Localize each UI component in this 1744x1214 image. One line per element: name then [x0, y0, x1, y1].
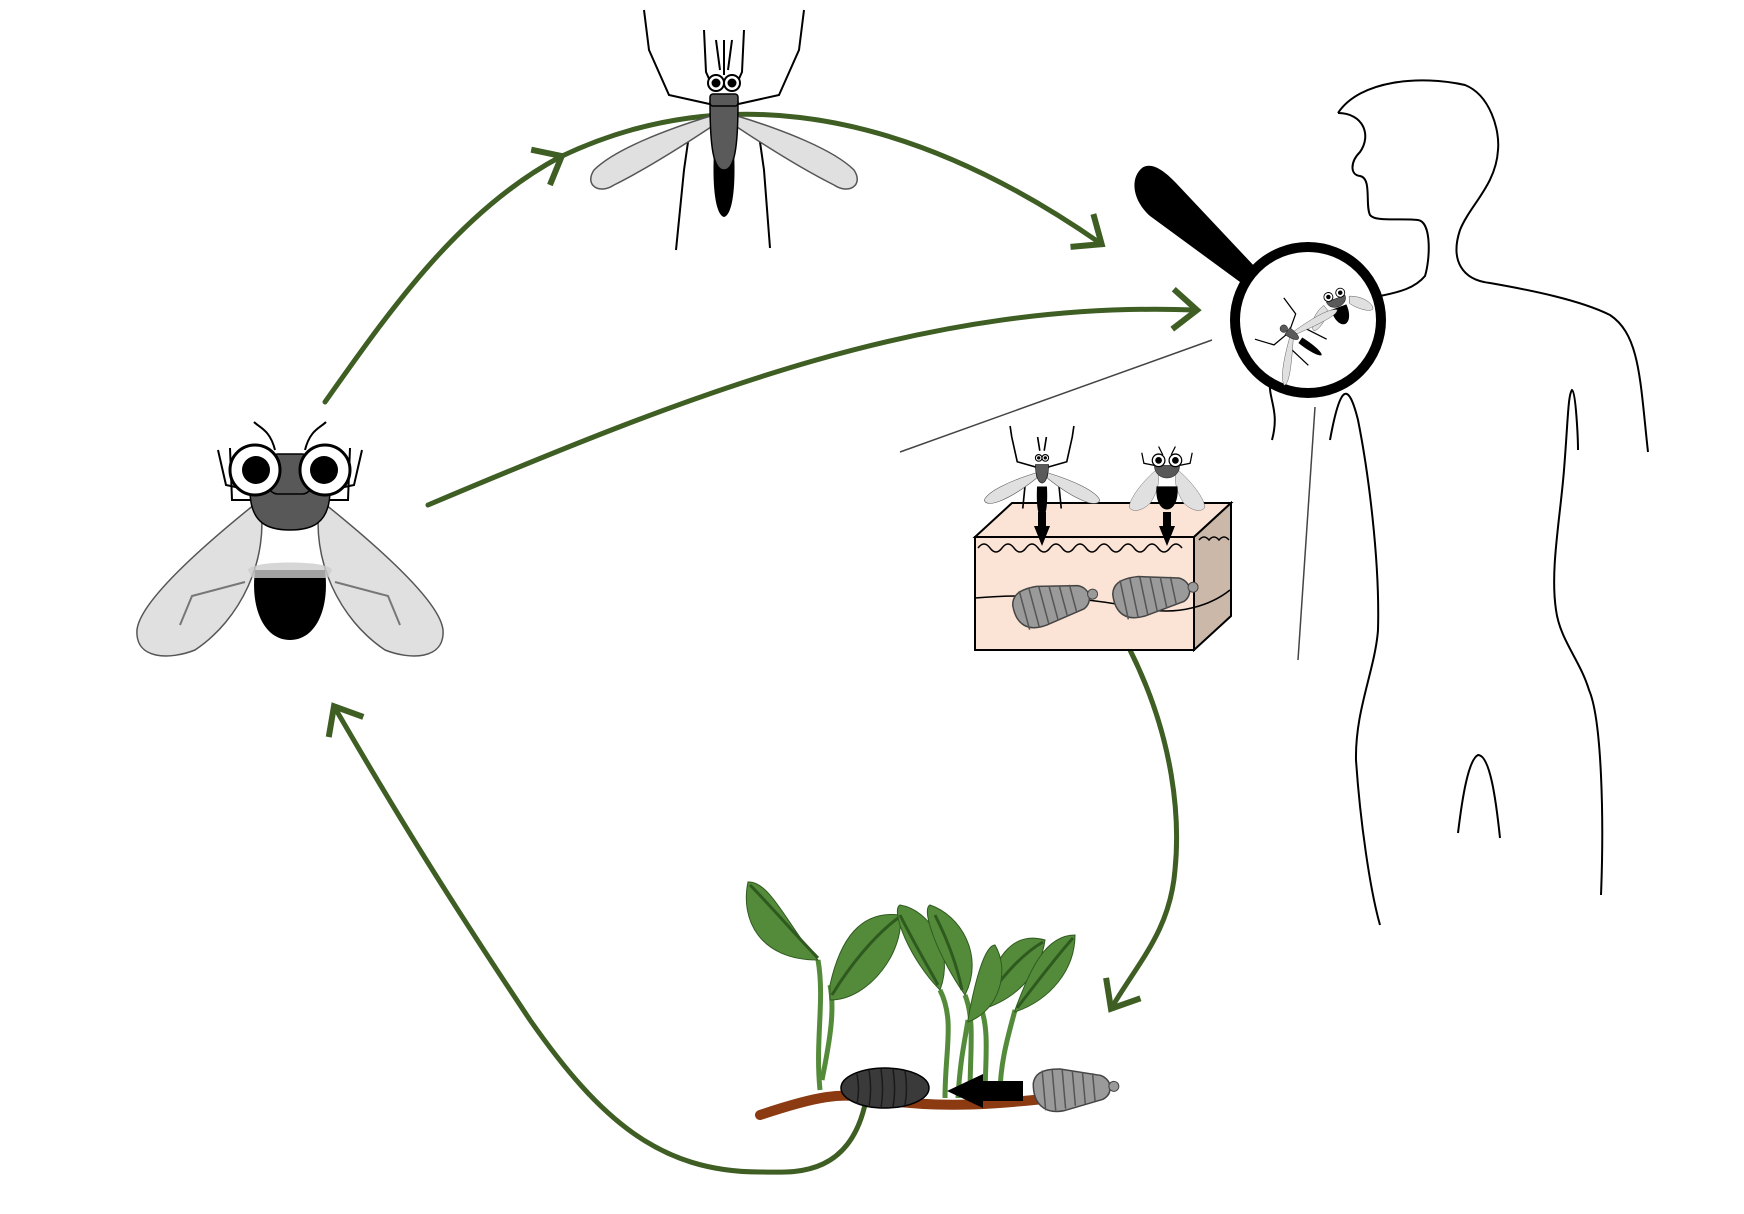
- larva-to-pupa-arrow: [947, 1074, 1023, 1108]
- cycle-arrow: [1103, 647, 1180, 1013]
- cycle-arrow: [322, 146, 566, 405]
- skin-larvae-block-icon: [972, 425, 1234, 653]
- pupa-icon: [840, 1067, 930, 1109]
- larva-on-ground-icon: [1032, 1068, 1120, 1113]
- small-mosquito-on-skin-icon: [983, 425, 1101, 518]
- human-silhouette-icon: [899, 79, 1649, 926]
- cycle-arrow: [425, 286, 1202, 508]
- magnifier-icon: [1134, 165, 1386, 398]
- cycle-arrows: [322, 111, 1202, 1175]
- larva-in-skin-icon: [1011, 584, 1099, 630]
- small-botfly-on-skin-icon: [1128, 446, 1206, 511]
- larva-in-skin-icon: [1111, 575, 1199, 620]
- magnified-insects-icon: [1254, 287, 1374, 386]
- mosquito-carrier-icon: [590, 9, 858, 251]
- adult-botfly-icon: [136, 421, 444, 657]
- plants-icon: [745, 881, 1120, 1120]
- cycle-arrow: [557, 111, 1106, 250]
- cycle-arrow: [325, 702, 869, 1175]
